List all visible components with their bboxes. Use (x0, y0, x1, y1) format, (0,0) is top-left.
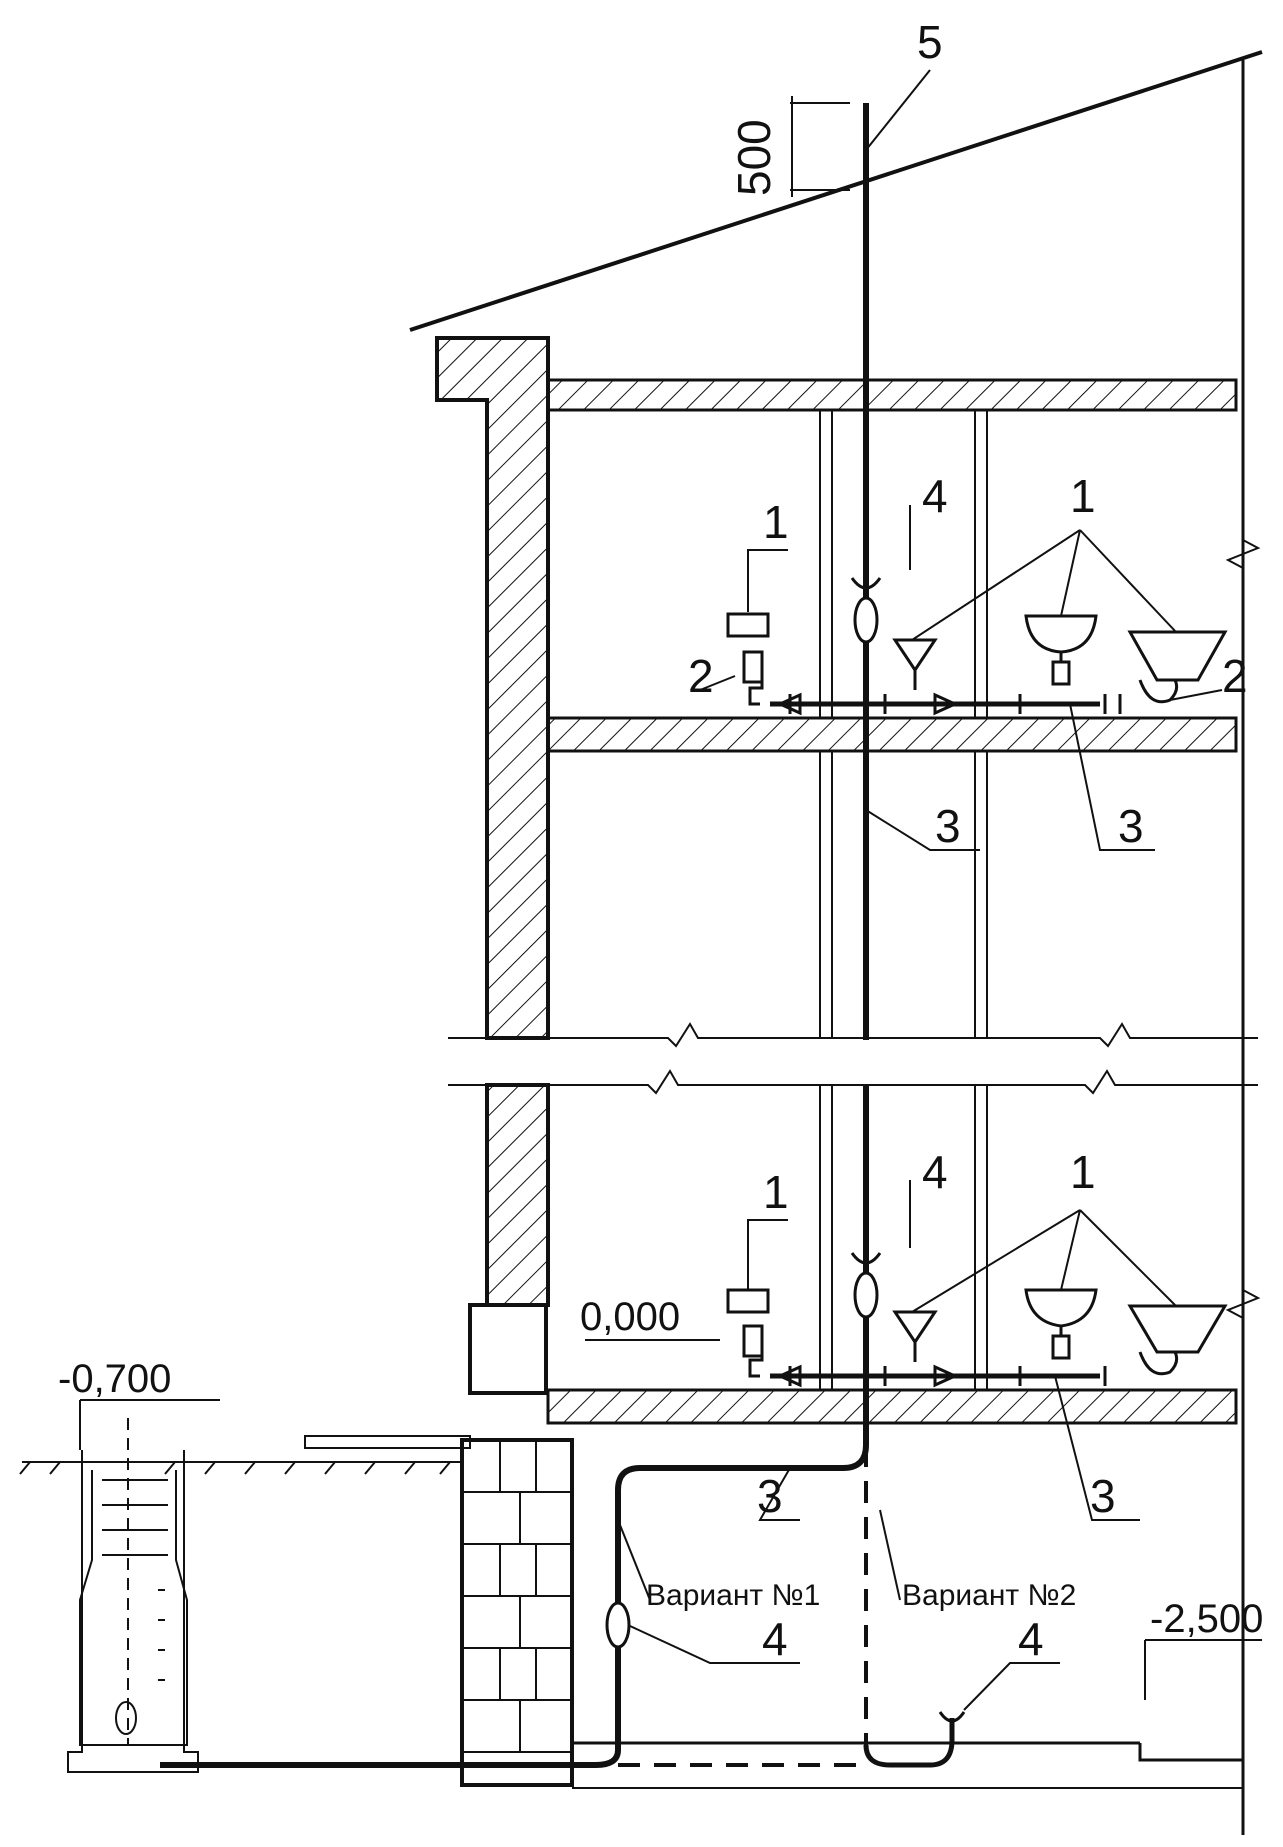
callout-revision-ground: 4 (922, 1146, 948, 1198)
callout-fixture-ground-left: 1 (763, 1166, 789, 1218)
ground-floor-slab (546, 1388, 1238, 1425)
elevation-floor-zero: 0,000 (580, 1295, 680, 1339)
bathtub-icon (1127, 1304, 1228, 1354)
label-variant-2: Вариант №2 (902, 1579, 1076, 1612)
callout-seal-upper-left: 2 (688, 650, 714, 702)
foundation-block-wall (460, 1438, 574, 1787)
revision-fitting-upper (850, 577, 882, 644)
siphon-icon (1051, 1334, 1071, 1360)
upper-floor-slab (546, 716, 1238, 753)
roof-slab (546, 378, 1238, 412)
callout-seal-upper-right: 2 (1222, 650, 1248, 702)
branch-upper (748, 670, 1179, 716)
callout-fixture-upper-right: 1 (1070, 470, 1096, 522)
revision-cleanout-bottom (938, 1711, 966, 1723)
basement-pipe-variant-2-bend (863, 1718, 955, 1768)
fixture-icon (726, 612, 770, 638)
fixtures-upper (726, 612, 1228, 690)
break-line-top (448, 1022, 1258, 1048)
callout-height-above-roof: 500 (728, 119, 780, 196)
label-variant-1: Вариант №1 (646, 1579, 820, 1612)
callout-pipe-branch-upper: 3 (1118, 800, 1144, 852)
washbasin-icon (1024, 1288, 1098, 1336)
building-structure (19, 50, 1263, 1835)
sewer-piping (160, 96, 1179, 1768)
fixture-icon (726, 1288, 770, 1314)
callout-revision-basement-bottom: 4 (1018, 1613, 1044, 1665)
callout-fixture-upper-left: 1 (763, 496, 789, 548)
labels: 5 500 1 4 1 2 2 3 3 1 4 1 3 3 Вариант №1… (58, 16, 1263, 1665)
basement-floor-step (1138, 1743, 1243, 1762)
exterior-wall-lower (485, 1083, 550, 1307)
ground-surface (19, 1435, 471, 1475)
callout-vent-stack: 5 (917, 16, 943, 68)
callout-pipe-branch-ground: 3 (1090, 1470, 1116, 1522)
callout-fixture-ground-right: 1 (1070, 1146, 1096, 1198)
basement-pipe-variant-1 (160, 1444, 869, 1768)
revision-fitting-basement (605, 1601, 631, 1649)
fixtures-ground (726, 1288, 1228, 1362)
right-break-mark-lower (1225, 1289, 1261, 1319)
wall-plinth (468, 1303, 548, 1395)
partitions-ground (819, 1085, 988, 1390)
partitions-upper (819, 410, 988, 1038)
exterior-wall-upper (435, 336, 550, 1040)
right-break-mark-upper (1225, 539, 1261, 569)
fixture-icon (742, 650, 764, 684)
funnel-fixture-icon (892, 638, 938, 690)
leader-lines (79, 69, 1262, 1711)
siphon-icon (1051, 660, 1071, 686)
bathtub-icon (1127, 630, 1228, 682)
callout-pipe-basement: 3 (757, 1470, 783, 1522)
branch-ground (748, 1342, 1179, 1388)
fixture-icon (742, 1324, 764, 1358)
washbasin-icon (1024, 614, 1098, 662)
callout-revision-upper: 4 (922, 470, 948, 522)
basement (460, 1438, 1243, 1789)
funnel-fixture-icon (892, 1310, 938, 1362)
vent-height-dimension (790, 96, 850, 197)
blind-area (304, 1435, 471, 1449)
elevation-basement: -2,500 (1150, 1597, 1263, 1641)
break-line-bottom (448, 1069, 1258, 1095)
revision-fitting-ground (850, 1252, 882, 1319)
callout-revision-basement-vertical: 4 (762, 1613, 788, 1665)
elevation-ground-level: -0,700 (58, 1357, 171, 1401)
sewer-well (67, 1418, 199, 1773)
callout-pipe-riser: 3 (935, 800, 961, 852)
